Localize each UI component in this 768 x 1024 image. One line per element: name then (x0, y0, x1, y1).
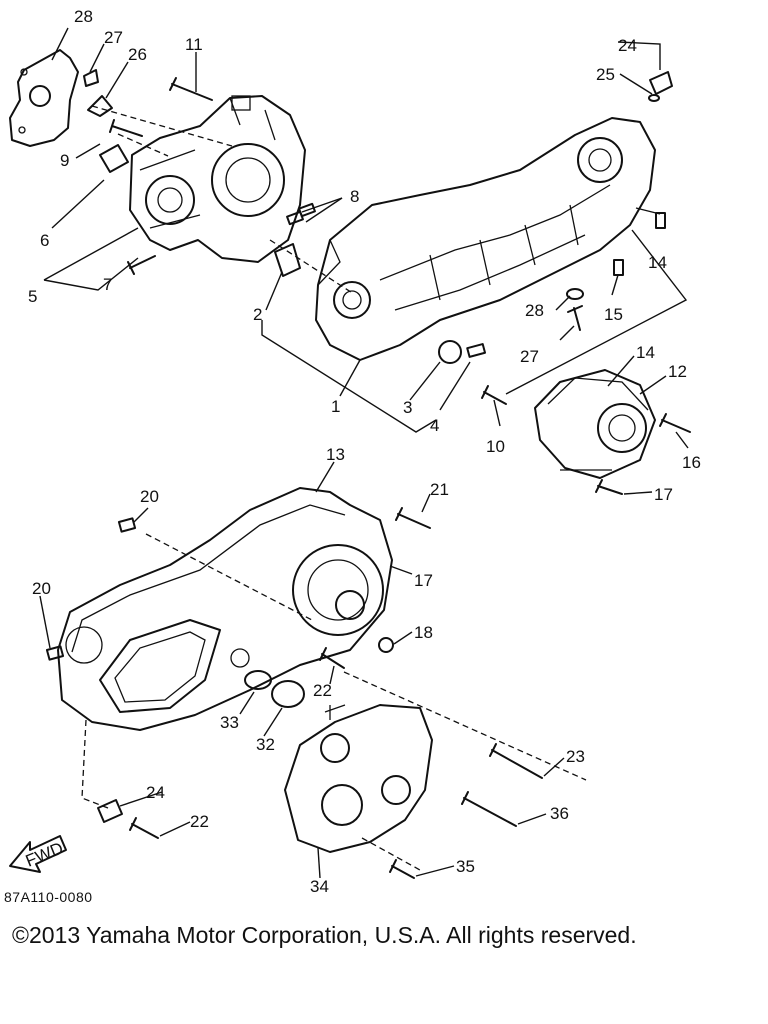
callout-13: 13 (326, 445, 345, 464)
callout-22a: 22 (313, 681, 332, 700)
small-cover-part (534, 369, 656, 479)
callout-18: 17 (414, 571, 433, 590)
lower-cover-part (284, 704, 433, 853)
gasket-plate-part (9, 49, 79, 147)
leader-lines (39, 27, 689, 879)
callout-20b: 20 (32, 579, 51, 598)
callout-27-label: 27 (520, 347, 539, 366)
callout-19: 18 (414, 623, 433, 642)
callout-20a: 20 (140, 487, 159, 506)
transmission-cover-part (57, 487, 393, 731)
callout-15a: 14 (648, 253, 667, 272)
callout-8: 8 (350, 187, 359, 206)
callout-30: 27 (104, 28, 123, 47)
callout-14-label: 14 (636, 343, 655, 362)
callout-21: 21 (430, 480, 449, 499)
callout-4: 4 (430, 416, 439, 435)
callout-34-label: 34 (310, 877, 329, 896)
callout-28-label: 28 (525, 301, 544, 320)
callout-31: 28 (74, 7, 93, 26)
callout-29: 26 (128, 45, 147, 64)
left-crankcase-part (129, 95, 306, 263)
callout-23: 23 (566, 747, 585, 766)
right-crankcase-part (315, 117, 656, 361)
callout-25: 24 (618, 36, 637, 55)
callout-numbers: 28 27 26 11 9 6 5 7 8 2 1 3 4 10 24 25 1… (28, 7, 701, 896)
callout-22b: 22 (190, 812, 209, 831)
callout-12: 12 (668, 362, 687, 381)
callout-11: 11 (185, 35, 203, 54)
callout-35: 35 (456, 857, 475, 876)
callout-7: 7 (103, 275, 112, 294)
callout-17-label: 17 (654, 485, 673, 504)
callout-5: 5 (28, 287, 37, 306)
callout-26: 25 (596, 65, 615, 84)
drawing-code: 87A110-0080 (4, 889, 93, 905)
callout-2: 2 (253, 305, 262, 324)
callout-9: 9 (60, 151, 69, 170)
callout-32-label: 32 (256, 735, 275, 754)
fasteners (45, 69, 691, 879)
callout-16-label: 16 (682, 453, 701, 472)
callout-1: 1 (331, 397, 340, 416)
callout-15b: 15 (604, 305, 623, 324)
callout-6: 6 (40, 231, 49, 250)
copyright-notice: ©2013 Yamaha Motor Corporation, U.S.A. A… (12, 922, 637, 948)
callout-24-label: 24 (146, 783, 165, 802)
forward-direction-arrow-icon: FWD (9, 835, 67, 873)
callout-10: 10 (486, 437, 505, 456)
callout-36: 36 (550, 804, 569, 823)
callout-33-label: 33 (220, 713, 239, 732)
callout-3: 3 (403, 398, 412, 417)
